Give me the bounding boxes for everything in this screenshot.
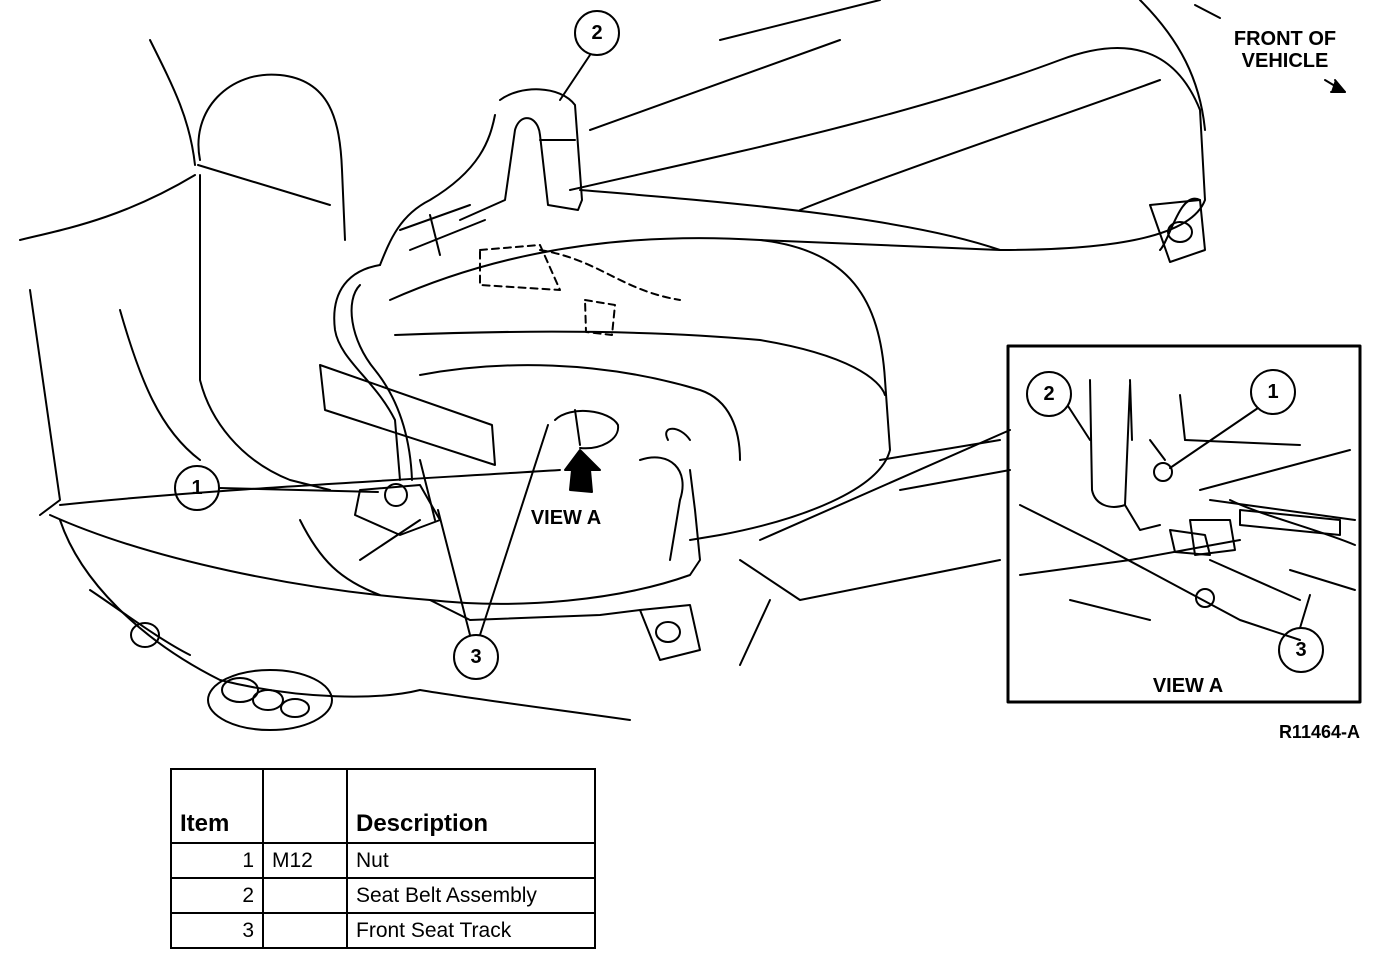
callout-3-inset-number: 3 [1295,639,1306,661]
table-row: 2 Seat Belt Assembly [170,877,596,914]
callout-3-main-number: 3 [470,646,481,668]
parts-table-header: Item Description [170,768,596,844]
callout-3-inset [1279,595,1323,672]
row-item: 3 [170,912,264,949]
row-item: 1 [170,842,264,879]
callout-1-inset-number: 1 [1267,381,1278,403]
callout-2-inset-number: 2 [1043,383,1054,405]
callout-1-main-number: 1 [191,477,202,499]
seat-back-drawing [20,40,345,515]
row-description: Seat Belt Assembly [346,877,596,914]
center-seat-drawing [390,238,1010,540]
row-description: Nut [346,842,596,879]
front-of-vehicle-label-line2: VEHICLE [1242,50,1329,72]
callout-2-main [560,11,619,100]
row-size [262,912,348,949]
row-item: 2 [170,877,264,914]
header-description: Description [346,768,596,844]
row-size: M12 [262,842,348,879]
header-size [262,768,348,844]
front-seat-cushion-drawing [570,0,1205,262]
seat-belt-strap-drawing [320,89,582,535]
view-a-arrow-drawing [555,410,618,492]
row-size [262,877,348,914]
table-row: 3 Front Seat Track [170,912,596,949]
figure-code: R11464-A [1279,722,1360,742]
front-of-vehicle-label-line1: FRONT OF [1234,28,1336,50]
view-a-label-main: VIEW A [531,507,601,529]
view-a-inset-drawing [1020,380,1355,640]
row-description: Front Seat Track [346,912,596,949]
front-of-vehicle-arrow [1195,5,1220,18]
callout-3-main [438,425,548,679]
parts-table: Item Description 1 M12 Nut 2 Seat Belt A… [170,768,596,949]
view-a-label-inset: VIEW A [1153,675,1223,697]
seat-track-drawing [50,429,1000,730]
callout-2-main-number: 2 [591,22,602,44]
callout-2-inset [1027,372,1090,440]
callout-1-inset [1170,370,1295,468]
callout-1-main [175,466,378,510]
view-a-inset-frame [1008,346,1360,702]
table-row: 1 M12 Nut [170,842,596,879]
header-item: Item [170,768,264,844]
